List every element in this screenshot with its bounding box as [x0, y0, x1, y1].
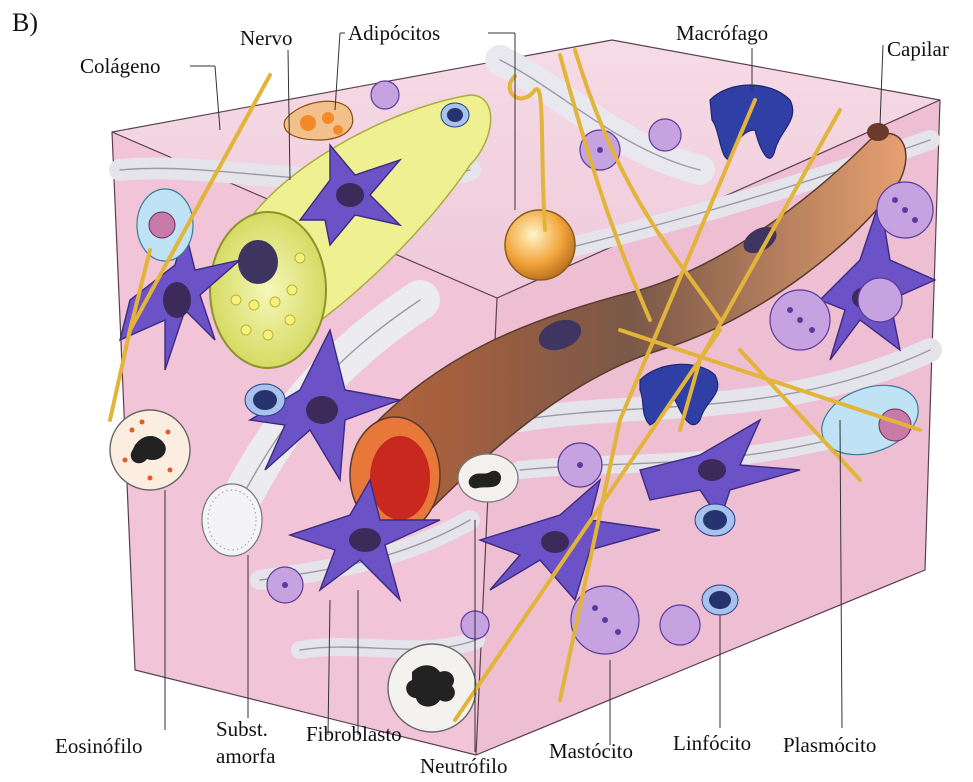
eosinophil [110, 410, 190, 490]
label-neutrofilo: Neutrófilo [420, 755, 507, 777]
nerve-cross-section [210, 212, 326, 368]
fibroblast-nucleus [336, 183, 364, 207]
nerve-nucleus [238, 240, 278, 284]
mast-cell [649, 119, 681, 151]
label-capilar: Capilar [887, 38, 949, 60]
mast-cell [660, 605, 700, 645]
collagen-cross-section [202, 484, 262, 556]
mast-cell [371, 81, 399, 109]
label-adipocitos: Adipócitos [348, 22, 440, 44]
fibroblast-nucleus [349, 528, 381, 552]
label-plasmocito: Plasmócito [783, 734, 876, 756]
capillary-lumen [370, 436, 430, 520]
label-eosinofilo: Eosinófilo [55, 735, 143, 757]
label-mastocito: Mastócito [549, 740, 633, 762]
label-macrofago: Macrófago [676, 22, 768, 44]
fibroblast-nucleus [541, 531, 569, 553]
label-subst-line1: Subst. [216, 718, 268, 740]
label-subst-line2: amorfa [216, 745, 275, 767]
fibroblast-nucleus [306, 396, 338, 424]
label-colageno: Colágeno [80, 55, 160, 77]
fibroblast-nucleus [698, 459, 726, 481]
fibroblast-nucleus [163, 282, 191, 318]
capillary-end-cell [867, 123, 889, 141]
neutrophil [388, 644, 476, 732]
neutrophil-emerging [458, 454, 518, 502]
label-nervo: Nervo [240, 27, 292, 49]
label-linfocito: Linfócito [673, 732, 751, 754]
label-fibroblasto: Fibroblasto [306, 723, 402, 745]
adipocyte [505, 210, 575, 280]
mast-cell [858, 278, 902, 322]
